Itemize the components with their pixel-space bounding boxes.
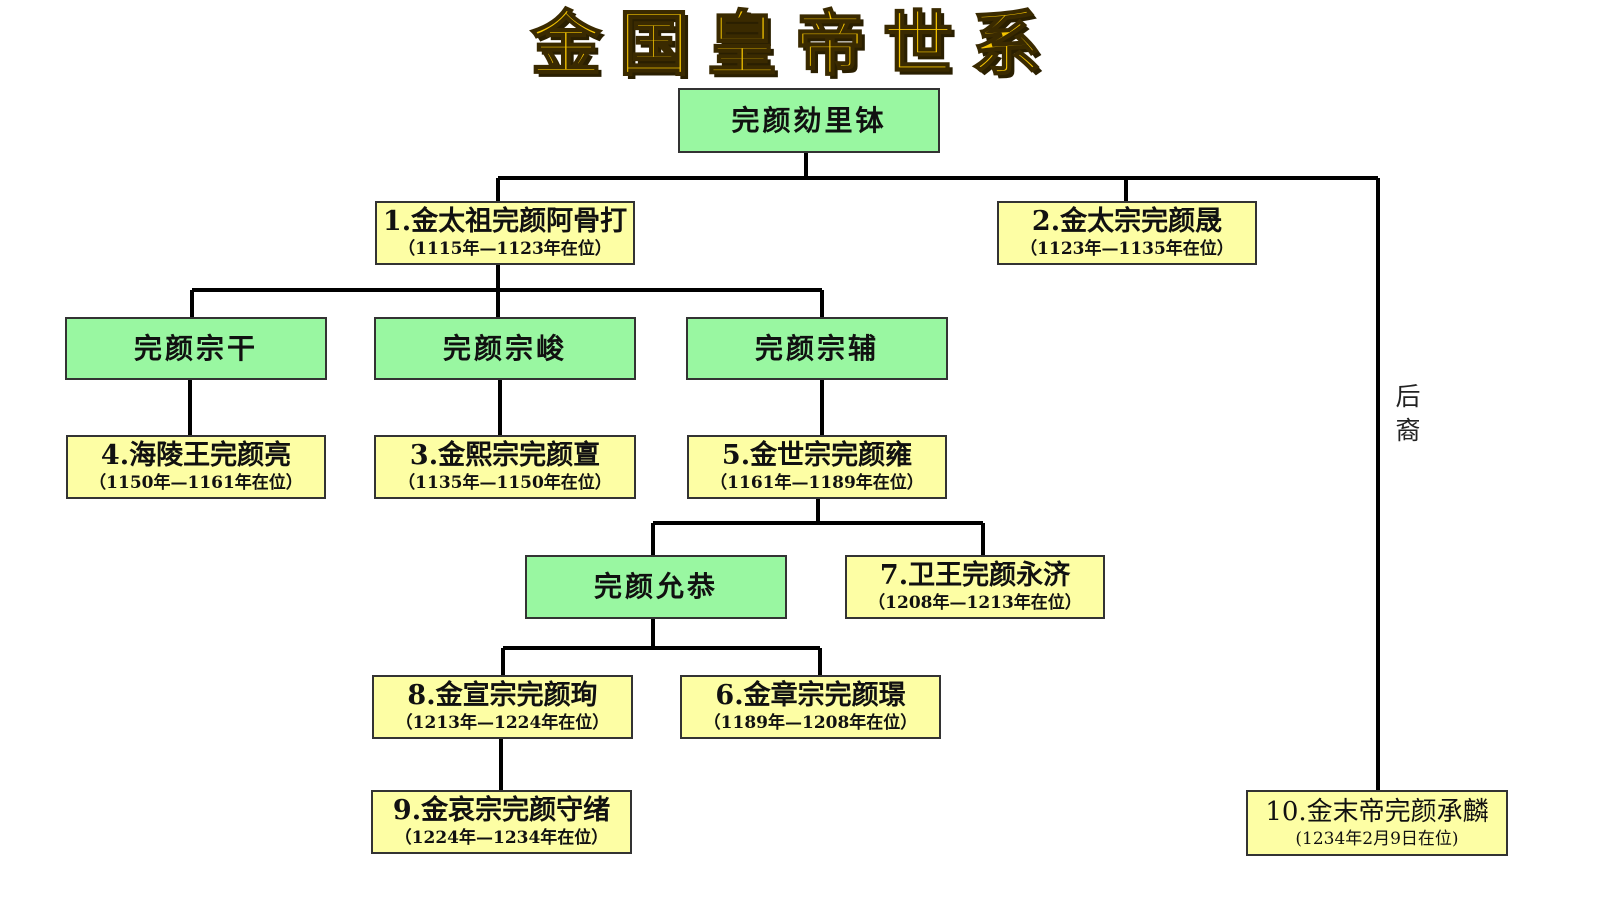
node-emperor-9: 9.金哀宗完颜守绪（1224年—1234年在位） xyxy=(371,790,632,854)
node-zongfu: 完颜宗辅 xyxy=(686,317,948,380)
node-reign: （1150年—1161年在位） xyxy=(89,473,303,493)
node-emperor-4: 4.海陵王完颜亮（1150年—1161年在位） xyxy=(66,435,326,499)
node-reign: （1213年—1224年在位） xyxy=(395,713,610,733)
node-name: 3.金熙宗完颜亶 xyxy=(409,440,601,471)
connector xyxy=(651,499,985,555)
node-zongjun: 完颜宗峻 xyxy=(374,317,636,380)
node-name: 2.金太宗完颜晟 xyxy=(1031,206,1223,237)
node-root: 完颜劾里钵 xyxy=(678,88,940,153)
node-emperor-1: 1.金太祖完颜阿骨打（1115年—1123年在位） xyxy=(375,201,635,265)
node-emperor-5: 5.金世宗完颜雍（1161年—1189年在位） xyxy=(687,435,947,499)
node-emperor-10: 10.金末帝完颜承麟(1234年2月9日在位) xyxy=(1246,790,1508,856)
connector xyxy=(188,380,824,435)
node-zonggan: 完颜宗干 xyxy=(65,317,327,380)
node-name: 7.卫王完颜永济 xyxy=(879,560,1071,591)
node-name: 完颜宗干 xyxy=(133,331,258,365)
chart-title: 金国皇帝世系 xyxy=(530,1,1059,86)
node-emperor-7: 7.卫王完颜永济（1208年—1213年在位） xyxy=(845,555,1105,619)
node-reign: （1189年—1208年在位） xyxy=(703,713,918,733)
node-name: 4.海陵王完颜亮 xyxy=(100,440,292,471)
node-reign: （1115年—1123年在位） xyxy=(398,239,612,259)
node-yungong: 完颜允恭 xyxy=(525,555,787,619)
node-emperor-6: 6.金章宗完颜璟（1189年—1208年在位） xyxy=(680,675,941,739)
node-name: 10.金末帝完颜承麟 xyxy=(1265,797,1489,827)
node-emperor-2: 2.金太宗完颜晟（1123年—1135年在位） xyxy=(997,201,1257,265)
node-name: 完颜劾里钵 xyxy=(731,103,887,137)
node-name: 完颜允恭 xyxy=(593,570,718,603)
descendant-label: 后裔 xyxy=(1395,382,1421,445)
connector xyxy=(496,153,1380,800)
connector xyxy=(501,619,822,675)
node-name: 1.金太祖完颜阿骨打 xyxy=(382,206,628,237)
node-name: 6.金章宗完颜璟 xyxy=(715,680,906,711)
node-name: 9.金哀宗完颜守绪 xyxy=(392,795,611,826)
connector xyxy=(190,265,824,317)
node-reign: （1208年—1213年在位） xyxy=(868,593,1082,613)
node-name: 完颜宗辅 xyxy=(754,331,879,365)
node-emperor-3: 3.金熙宗完颜亶（1135年—1150年在位） xyxy=(374,435,636,499)
node-reign: （1224年—1234年在位） xyxy=(394,828,609,848)
node-name: 完颜宗峻 xyxy=(442,331,567,365)
node-name: 8.金宣宗完颜珣 xyxy=(407,680,598,711)
node-emperor-8: 8.金宣宗完颜珣（1213年—1224年在位） xyxy=(372,675,633,739)
node-reign: （1161年—1189年在位） xyxy=(710,473,924,493)
node-reign: (1234年2月9日在位) xyxy=(1295,829,1459,849)
node-reign: （1123年—1135年在位） xyxy=(1020,239,1234,259)
node-reign: （1135年—1150年在位） xyxy=(398,473,612,493)
node-name: 5.金世宗完颜雍 xyxy=(721,440,913,471)
